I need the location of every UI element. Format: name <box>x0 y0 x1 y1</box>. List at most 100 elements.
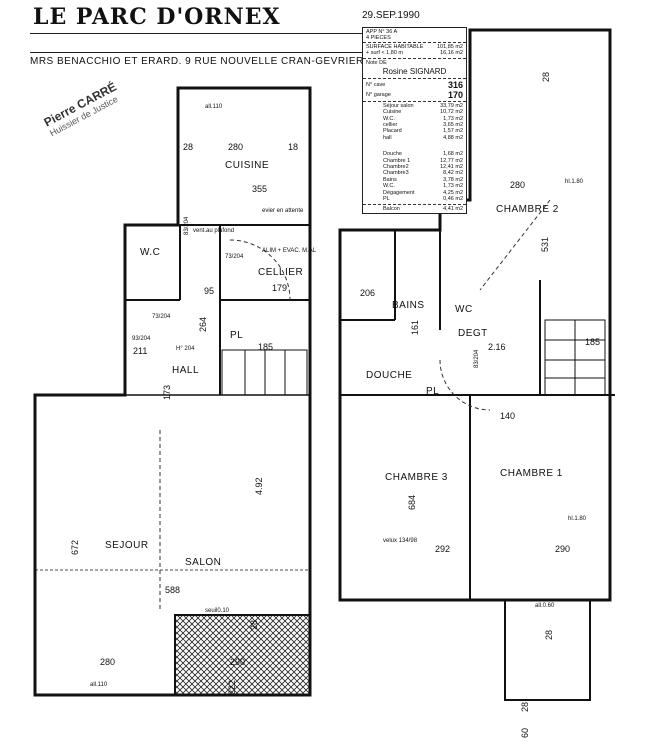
room-chambre-2: CHAMBRE 2 <box>496 204 559 215</box>
room-placard-upper: PL <box>426 386 439 397</box>
divider <box>30 52 362 53</box>
area-value: 12,41 m2 <box>440 164 463 171</box>
dimension: 60 <box>520 728 530 738</box>
note-evier: evier en attente <box>262 208 304 214</box>
door-label: H° 204 <box>176 346 195 352</box>
room-placard-lower: PL <box>230 330 243 341</box>
door-label: 83/204 <box>184 216 190 235</box>
room-salon: SALON <box>185 557 221 568</box>
divider <box>30 33 362 34</box>
room-count: 4 PIECES <box>366 35 391 41</box>
area-name: Placard <box>383 128 402 135</box>
walls-lower-floor <box>33 86 312 697</box>
note-allege-top: all.110 <box>205 104 223 110</box>
dimension-labels: 28 280 18 355 588 672 4.92 280 290 222 2… <box>70 72 600 738</box>
area-value: 1,73 m2 <box>443 115 463 122</box>
cave-number: 316 <box>447 79 463 90</box>
room-hall: HALL <box>172 365 199 376</box>
balcony-label: Balcon <box>383 205 400 212</box>
area-name: Chambre 1 <box>383 157 411 164</box>
area-row: PL 0,46 m2 <box>383 196 463 202</box>
door-swings <box>159 199 551 610</box>
garage-number: 170 <box>447 89 463 100</box>
room-wc-lower: W.C <box>140 247 160 258</box>
note-hl-1: hl.1.80 <box>565 179 584 185</box>
area-row: hall 4,88 m2 <box>383 135 463 141</box>
dimension: 28 <box>541 72 551 82</box>
dimension: 211 <box>133 346 147 356</box>
room-cuisine: CUISINE <box>225 160 269 171</box>
dimension: 206 <box>360 288 375 298</box>
cave-label: N° cave <box>366 81 386 88</box>
area-name: hall <box>383 134 392 141</box>
area-name: W.C. <box>383 183 395 190</box>
page-title: LE PARC D'ORNEX <box>33 4 281 30</box>
surface-value: 101,85 m2 <box>437 44 463 50</box>
area-row: Dégagement 4,25 m2 <box>383 190 463 196</box>
under-height-label: + surf < 1,80 m <box>366 50 403 57</box>
area-row: Chambre 1 12,77 m2 <box>383 158 463 164</box>
area-value: 0,46 m2 <box>443 196 463 203</box>
dimension: 280 <box>228 142 243 152</box>
dimension: 292 <box>435 544 450 554</box>
area-value: 1,73 m2 <box>443 183 463 190</box>
area-name: PL <box>383 196 390 203</box>
area-value: 1,68 m2 <box>443 151 463 158</box>
surface-label: SURFACE HABITABLE <box>366 44 424 50</box>
dimension: 531 <box>540 237 550 252</box>
area-name: Bains <box>383 176 397 183</box>
area-name: Dégagement <box>383 189 415 196</box>
dimension: 28 <box>544 630 554 640</box>
note-vent: vent.au plafond <box>193 228 234 234</box>
dimension: 290 <box>230 657 245 667</box>
area-value: 4,25 m2 <box>443 189 463 196</box>
dimension: 684 <box>407 495 417 510</box>
note-velux: velux 134/98 <box>383 538 418 544</box>
dimension: 18 <box>288 142 298 152</box>
door-label: 83/204 <box>474 349 480 368</box>
room-degagement: DEGT <box>458 328 488 339</box>
area-value: 3,78 m2 <box>443 176 463 183</box>
dimension: 280 <box>510 180 525 190</box>
dimension: 290 <box>555 544 570 554</box>
area-value: 1,57 m2 <box>443 128 463 135</box>
area-row: Chambre3 8,42 m2 <box>383 170 463 176</box>
door-label: 73/204 <box>225 254 244 260</box>
note-hl-2: hl.1.80 <box>568 516 587 522</box>
area-value: 12,77 m2 <box>440 157 463 164</box>
dimension: 588 <box>165 585 180 595</box>
area-name: cellier <box>383 122 398 129</box>
area-value: 8,42 m2 <box>443 170 463 177</box>
note-seuil: seuil0.10 <box>205 608 230 614</box>
dimension: 222 <box>227 680 237 695</box>
area-name: Chambre3 <box>383 170 409 177</box>
dimension: 672 <box>70 540 80 555</box>
date-stamp: 29.SEP.1990 <box>362 10 420 21</box>
room-wc-upper: WC <box>455 304 473 315</box>
note-allege-balcony: all.0.60 <box>535 603 555 609</box>
under-height-value: 16,16 m2 <box>440 50 463 57</box>
area-row: Bains 3,78 m2 <box>383 177 463 183</box>
area-row: Placard 1,57 m2 <box>383 128 463 134</box>
dimension: 185 <box>585 337 600 347</box>
stairs-upper <box>544 319 606 396</box>
note-allege-bottom: all.110 <box>90 682 108 688</box>
area-row: W.C. 1,73 m2 <box>383 183 463 189</box>
owner-name: Rosine SIGNARD <box>382 66 447 76</box>
room-chambre-3: CHAMBRE 3 <box>385 472 448 483</box>
area-value: 10,72 m2 <box>440 109 463 116</box>
area-row: W.C.1,73 m2 <box>383 116 463 122</box>
dimension: 355 <box>252 184 267 194</box>
area-value: 4,88 m2 <box>443 134 463 141</box>
note-alim: ALIM + EVAC. M.AL <box>262 248 317 254</box>
dimension: 28 <box>249 620 259 630</box>
garage-label: N° garage <box>366 91 391 98</box>
stairs-lower <box>221 349 308 396</box>
